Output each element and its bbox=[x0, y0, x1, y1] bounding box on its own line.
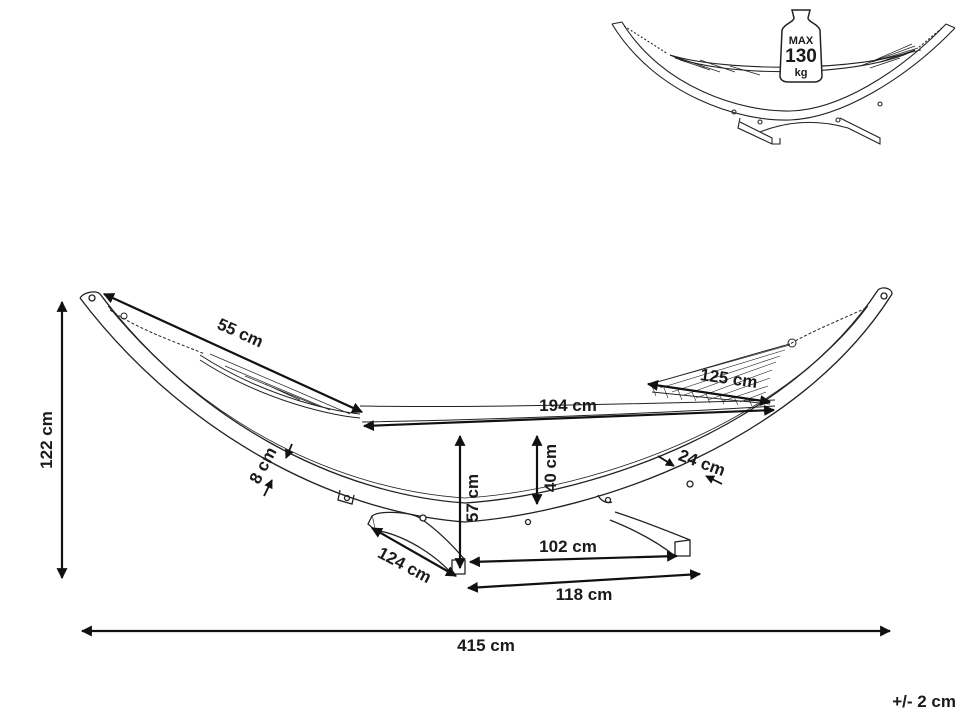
dim-frame-left-top bbox=[285, 443, 294, 459]
dim-base-depth-line bbox=[371, 527, 457, 577]
tolerance-note: +/- 2 cm bbox=[892, 692, 956, 711]
label-height-total: 122 cm bbox=[37, 411, 56, 469]
label-width-total: 415 cm bbox=[457, 636, 515, 655]
max-weight-icon: MAX 130 kg bbox=[779, 9, 823, 83]
dim-base-inner-line bbox=[468, 550, 679, 568]
label-base-outer: 118 cm bbox=[556, 585, 613, 604]
dim-frame-right-bottom bbox=[705, 475, 723, 485]
label-frame-height: 57 cm bbox=[463, 474, 482, 522]
weight-line2: 130 bbox=[785, 46, 817, 67]
dimension-lines bbox=[56, 292, 892, 637]
dim-spreader-line bbox=[102, 292, 364, 414]
label-base-inner: 102 cm bbox=[539, 537, 597, 556]
dim-base-outer-line bbox=[466, 569, 702, 593]
dim-frame-left-bottom bbox=[263, 479, 273, 497]
weight-line3: kg bbox=[795, 67, 808, 79]
label-frame-right: 24 cm bbox=[676, 446, 728, 480]
label-spreader-right: 125 cm bbox=[699, 365, 759, 392]
hammock-frame bbox=[79, 287, 893, 523]
dim-bed-line bbox=[362, 404, 776, 432]
dim-frame-right-top bbox=[657, 455, 675, 467]
weight-line1: MAX bbox=[789, 35, 814, 47]
label-spreader-diag: 55 cm bbox=[214, 314, 266, 351]
label-bed-length: 194 cm bbox=[539, 396, 597, 415]
dim-spreader-right-line bbox=[646, 380, 772, 406]
label-bed-height: 40 cm bbox=[541, 444, 560, 492]
